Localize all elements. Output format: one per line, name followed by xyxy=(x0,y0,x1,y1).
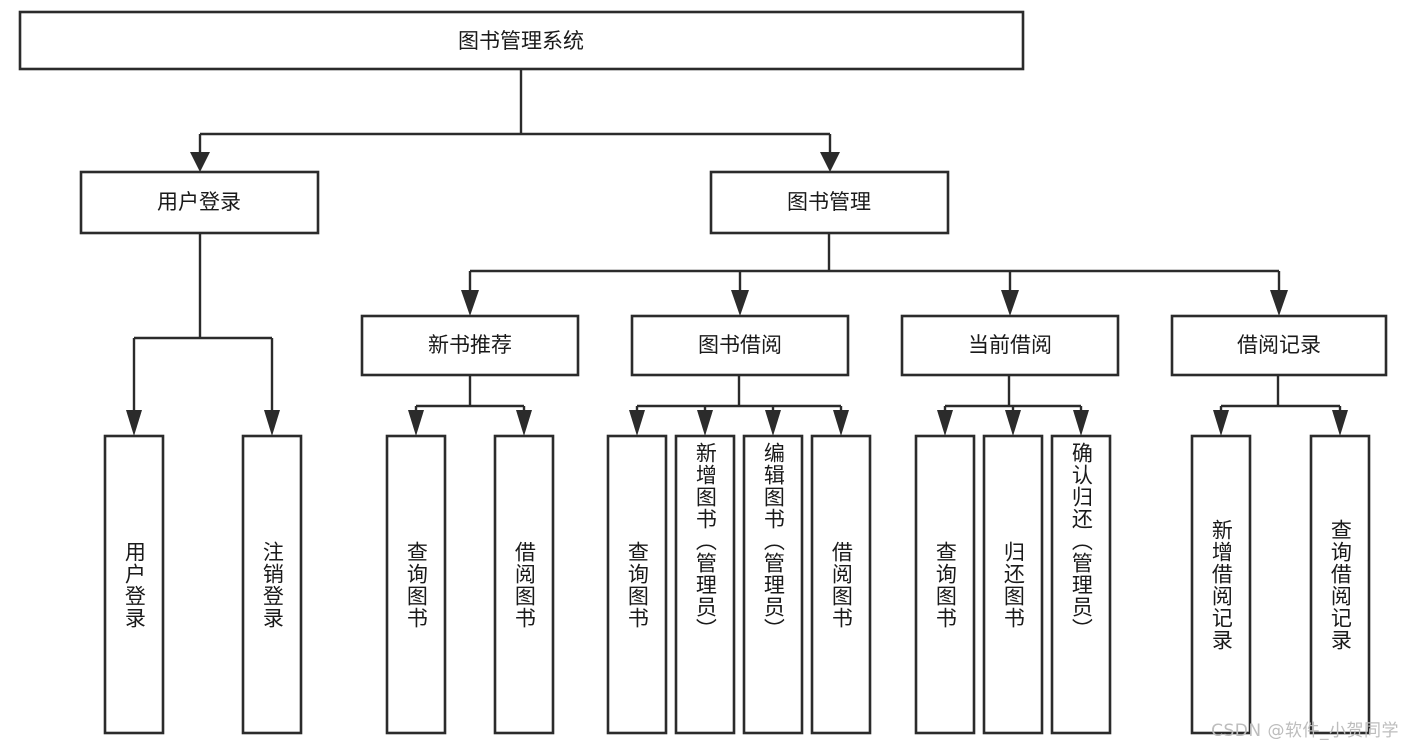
node-leaf-borrow-book-1-box[interactable] xyxy=(493,434,555,735)
node-leaf-confirm-return-box[interactable] xyxy=(1050,434,1112,735)
node-book-borrow-label: 图书借阅 xyxy=(698,333,782,357)
arrow-head-book-manage xyxy=(820,152,840,172)
node-leaf-logout-login-box[interactable] xyxy=(241,434,303,735)
connector-layer xyxy=(126,69,1348,436)
arrow-head-leaf-query-book-3 xyxy=(937,410,953,436)
node-leaf-add-book-box[interactable] xyxy=(674,434,736,735)
arrow-head-user-login xyxy=(190,152,210,172)
node-borrow-record-label: 借阅记录 xyxy=(1237,333,1321,357)
arrow-head-leaf-query-book-1 xyxy=(408,410,424,436)
arrow-head-new-book-rec xyxy=(461,290,479,316)
node-leaf-add-record-box[interactable] xyxy=(1190,434,1252,735)
node-user-login-box[interactable] xyxy=(79,170,320,235)
node-leaf-user-login-box[interactable] xyxy=(103,434,165,735)
arrow-head-book-borrow xyxy=(731,290,749,316)
arrow-head-current-borrow xyxy=(1001,290,1019,316)
node-layer: 图书管理系统 用户登录 图书管理 新书推荐 图书借阅 当前借阅 借阅记录 xyxy=(18,10,1388,735)
arrow-head-leaf-edit-book xyxy=(765,410,781,436)
node-book-borrow-box[interactable] xyxy=(630,314,850,377)
node-leaf-edit-book-box[interactable] xyxy=(742,434,804,735)
arrow-head-leaf-add-book xyxy=(697,410,713,436)
arrow-head-leaf-return-book xyxy=(1005,410,1021,436)
node-leaf-return-book-box[interactable] xyxy=(982,434,1044,735)
node-leaf-query-book-2-box[interactable] xyxy=(606,434,668,735)
arrow-head-leaf-query-record xyxy=(1332,410,1348,436)
arrow-head-leaf-add-record xyxy=(1213,410,1229,436)
arrow-head-leaf-user-login xyxy=(126,410,142,436)
node-book-manage-box[interactable] xyxy=(709,170,950,235)
node-root-box[interactable] xyxy=(18,10,1025,71)
arrow-head-leaf-query-book-2 xyxy=(629,410,645,436)
arrow-head-leaf-borrow-book-1 xyxy=(516,410,532,436)
node-book-manage-label: 图书管理 xyxy=(787,190,871,214)
node-leaf-borrow-book-2-box[interactable] xyxy=(810,434,872,735)
arrow-head-leaf-confirm-return xyxy=(1073,410,1089,436)
node-borrow-record-box[interactable] xyxy=(1170,314,1388,377)
node-new-book-rec-box[interactable] xyxy=(360,314,580,377)
node-leaf-query-book-3-box[interactable] xyxy=(914,434,976,735)
node-current-borrow-label: 当前借阅 xyxy=(968,333,1052,357)
arrow-head-leaf-logout-login xyxy=(264,410,280,436)
node-user-login-label: 用户登录 xyxy=(157,190,241,214)
node-leaf-query-record-box[interactable] xyxy=(1309,434,1371,735)
node-leaf-query-book-1-box[interactable] xyxy=(385,434,447,735)
arrow-head-leaf-borrow-book-2 xyxy=(833,410,849,436)
arrow-head-borrow-record xyxy=(1270,290,1288,316)
node-new-book-rec-label: 新书推荐 xyxy=(428,333,512,357)
node-current-borrow-box[interactable] xyxy=(900,314,1120,377)
csdn-watermark: CSDN @软件_小贺同学 xyxy=(1211,721,1399,741)
node-root-label: 图书管理系统 xyxy=(458,29,584,53)
